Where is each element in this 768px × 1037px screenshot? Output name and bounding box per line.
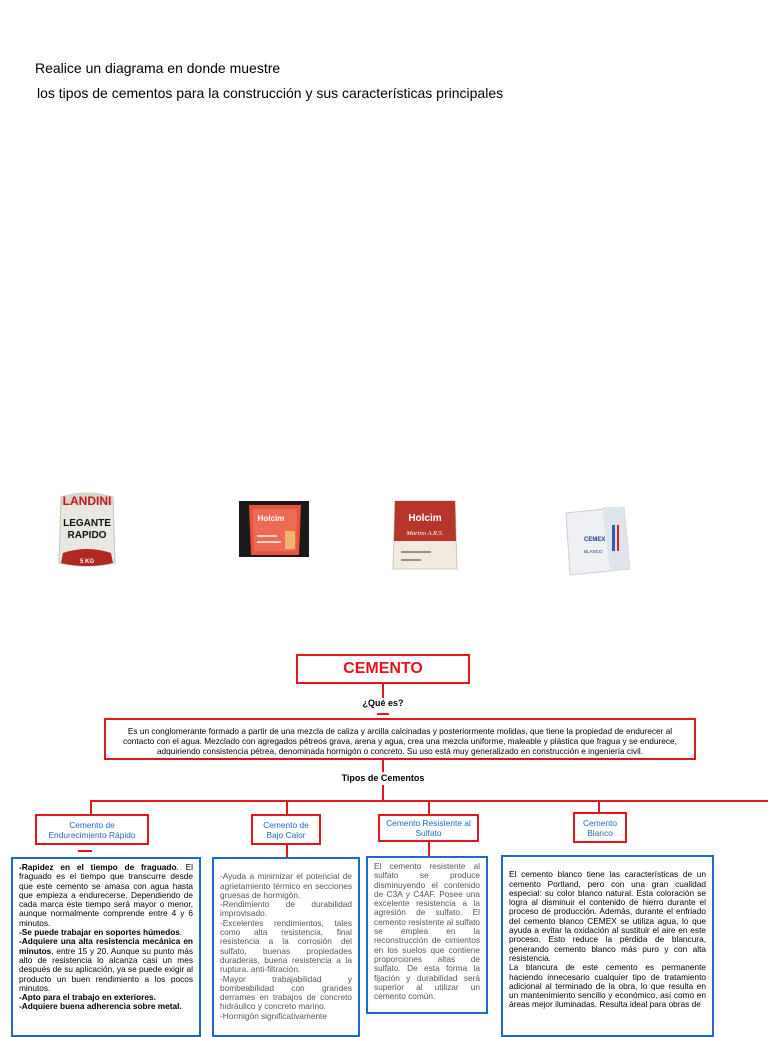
type-box-resistente-sulfato: Cemento Resistente al Sulfato xyxy=(378,814,479,842)
que-es-label: ¿Qué es? xyxy=(362,698,404,708)
svg-text:BLANCO: BLANCO xyxy=(584,549,603,554)
connector-line xyxy=(598,800,600,812)
cement-bag-icon: LANDINI LEGANTE RAPIDO 5 KG xyxy=(58,492,116,567)
description-item: -Adquiere una alta resistencia mecánica … xyxy=(19,936,193,993)
cemento-title-box: CEMENTO xyxy=(296,654,470,684)
prompt-line-2: los tipos de cementos para la construcci… xyxy=(37,85,504,101)
cemex-blanco-cement-bag-image: CEMEX BLANCO xyxy=(562,503,634,577)
connector-dash xyxy=(78,850,92,852)
svg-text:Marino A.R.S.: Marino A.R.S. xyxy=(405,530,443,537)
svg-text:Holcim: Holcim xyxy=(258,514,285,523)
connector-line xyxy=(382,684,384,698)
description-text: El cemento blanco tiene las característi… xyxy=(509,869,706,1010)
description-item: -Rapidez en el tiempo de fraguado. El fr… xyxy=(19,862,193,928)
description-bajo-calor: -Ayuda a minimizar el potencial de agrie… xyxy=(212,857,360,1037)
type-box-blanco: Cemento Blanco xyxy=(573,812,627,843)
type-box-endurecimiento-rapido: Cemento de Endurecimiento Rápido xyxy=(35,814,149,845)
svg-text:Holcim: Holcim xyxy=(408,513,441,524)
connector-line xyxy=(428,800,430,814)
type-box-bajo-calor: Cemento de Bajo Calor xyxy=(251,814,321,845)
tipos-de-cementos-label: Tipos de Cementos xyxy=(341,773,425,783)
svg-text:5 KG: 5 KG xyxy=(80,559,94,565)
holcim-cement-bag-image-1: Holcim xyxy=(239,501,309,557)
description-text: El cemento resistente al sulfato se prod… xyxy=(374,861,480,1002)
description-endurecimiento-rapido: -Rapidez en el tiempo de fraguado. El fr… xyxy=(11,857,201,1037)
definition-box: Es un conglomerante formado a partir de … xyxy=(104,718,696,760)
description-text: -Rapidez en el tiempo de fraguado. El fr… xyxy=(19,862,193,1012)
description-item: -Se puede trabajar en soportes húmedos. xyxy=(19,927,183,938)
svg-text:CEMEX: CEMEX xyxy=(584,537,605,543)
svg-text:RAPIDO: RAPIDO xyxy=(68,530,107,541)
prompt-line-1: Realice un diagrama en donde muestre xyxy=(35,60,281,76)
connector-line xyxy=(382,760,384,772)
connector-line xyxy=(286,800,288,814)
cement-bag-icon: Holcim Marino A.R.S. xyxy=(392,500,458,570)
description-text: -Ayuda a minimizar el potencial de agrie… xyxy=(220,871,352,1021)
connector-dash xyxy=(377,713,389,715)
description-resistente-sulfato: El cemento resistente al sulfato se prod… xyxy=(366,856,488,1014)
connector-line xyxy=(90,800,92,814)
bag-brand-label: LANDINI xyxy=(63,494,112,508)
cement-bag-icon: Holcim xyxy=(239,501,309,557)
description-item: -Adquiere buena adherencia sobre metal. xyxy=(19,1001,182,1012)
landini-cement-bag-image: LANDINI LEGANTE RAPIDO 5 KG xyxy=(55,489,119,569)
connector-line xyxy=(382,785,384,801)
svg-text:LEGANTE: LEGANTE xyxy=(63,518,111,529)
description-item: -Apto para el trabajo en exteriores. xyxy=(19,992,156,1003)
description-blanco: El cemento blanco tiene las característi… xyxy=(501,855,714,1037)
connector-line xyxy=(286,845,288,857)
holcim-marino-cement-bag-image: Holcim Marino A.R.S. xyxy=(389,497,461,573)
connector-line xyxy=(428,842,430,856)
cement-bag-icon: CEMEX BLANCO xyxy=(565,506,631,576)
